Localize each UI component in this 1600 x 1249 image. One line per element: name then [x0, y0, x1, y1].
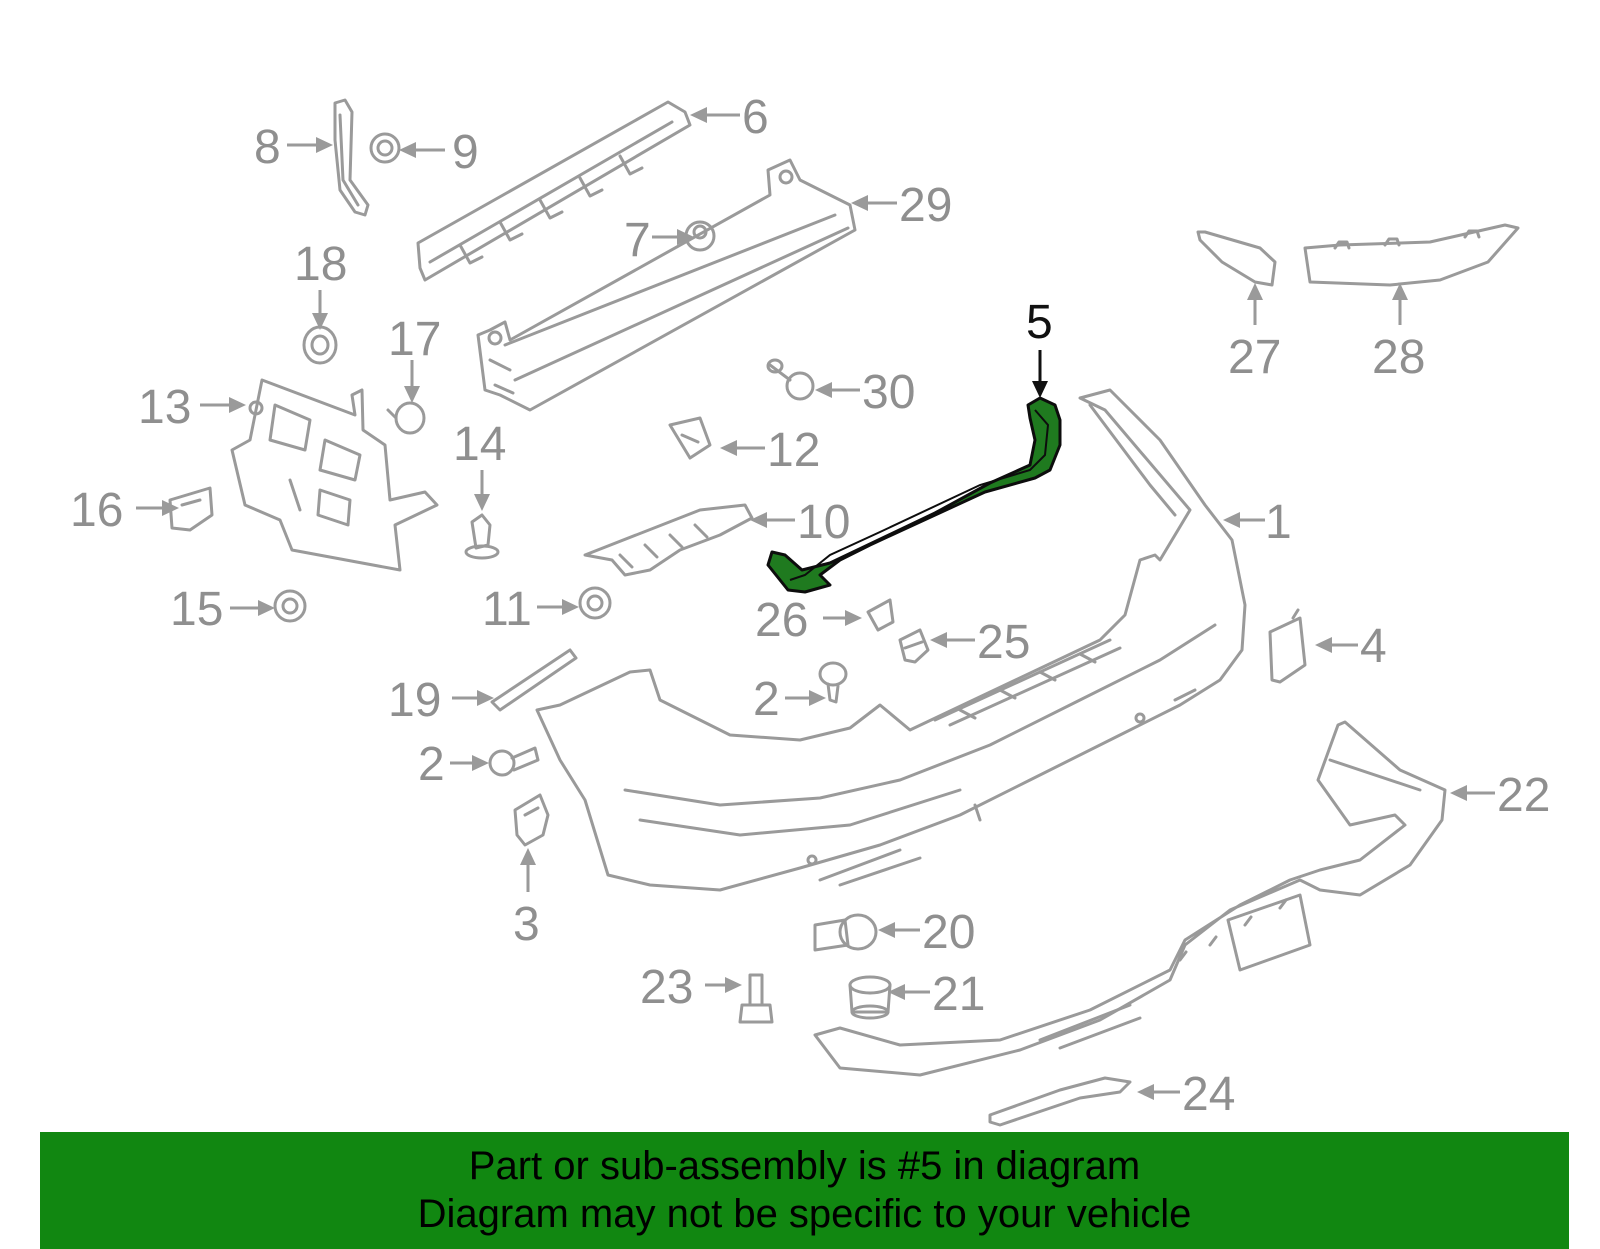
part-19	[490, 648, 578, 712]
callout-label: 26	[755, 594, 808, 647]
callout-label: 25	[977, 616, 1030, 669]
part-29	[476, 158, 857, 412]
callout-label: 2	[418, 738, 445, 791]
part-10	[583, 503, 754, 577]
callout-label: 8	[254, 121, 281, 174]
part-13	[230, 378, 439, 572]
leader-lines	[136, 107, 1495, 1100]
part-11	[578, 586, 612, 620]
part-12	[668, 416, 712, 460]
part-1	[535, 388, 1247, 892]
callout-label: 12	[767, 424, 820, 477]
callout-label: 28	[1372, 331, 1425, 384]
callout-label: 19	[388, 674, 441, 727]
callout-label: 23	[640, 961, 693, 1014]
part-21	[848, 975, 892, 1020]
part-25	[898, 628, 930, 664]
callout-label: 24	[1182, 1068, 1235, 1121]
callout-label: 15	[170, 583, 223, 636]
part-2-lower	[488, 746, 540, 777]
callout-label: 20	[922, 906, 975, 959]
part-22	[813, 720, 1447, 1077]
part-17	[386, 401, 426, 435]
callout-label: 6	[742, 91, 769, 144]
part-5-highlight	[766, 396, 1062, 594]
info-banner: Part or sub-assembly is #5 in diagram Di…	[40, 1132, 1569, 1249]
callout-label-highlighted: 5	[1026, 296, 1053, 349]
part-24	[988, 1076, 1132, 1127]
callout-label: 7	[624, 214, 651, 267]
callout-label: 2	[753, 673, 780, 726]
banner-line-1: Part or sub-assembly is #5 in diagram	[468, 1144, 1141, 1188]
callout-label: 1	[1265, 496, 1292, 549]
part-2-upper	[818, 661, 848, 704]
part-8	[333, 98, 370, 217]
callout-label: 10	[797, 496, 850, 549]
callout-label: 30	[862, 366, 915, 419]
part-16	[168, 486, 214, 532]
callout-label: 3	[513, 898, 540, 951]
callout-label: 21	[932, 968, 985, 1021]
part-30	[766, 358, 815, 401]
callout-label: 9	[452, 126, 479, 179]
callout-label: 14	[453, 418, 506, 471]
part-26	[866, 598, 895, 632]
callout-label: 13	[138, 381, 191, 434]
callout-label: 18	[294, 238, 347, 291]
part-3	[513, 793, 550, 847]
part-14	[464, 513, 500, 560]
part-18	[302, 325, 338, 365]
banner-line-2: Diagram may not be specific to your vehi…	[417, 1192, 1192, 1236]
part-20	[813, 913, 878, 952]
callout-label: 4	[1360, 620, 1387, 673]
callout-label: 29	[899, 179, 952, 232]
callout-label: 22	[1497, 769, 1550, 822]
part-27	[1196, 230, 1277, 287]
part-9	[369, 132, 401, 164]
callout-label: 11	[482, 583, 532, 636]
part-6	[416, 100, 692, 282]
part-4	[1268, 608, 1307, 684]
callout-label: 17	[388, 313, 441, 366]
callout-label: 16	[70, 484, 123, 537]
part-15	[273, 589, 307, 623]
callout-labels: 1 2 2 3 4 5 6 7 8 9 10 11 12 13 14 15 16…	[70, 91, 1550, 1121]
part-28	[1303, 223, 1520, 287]
part-23	[738, 973, 774, 1024]
callout-label: 27	[1228, 331, 1281, 384]
